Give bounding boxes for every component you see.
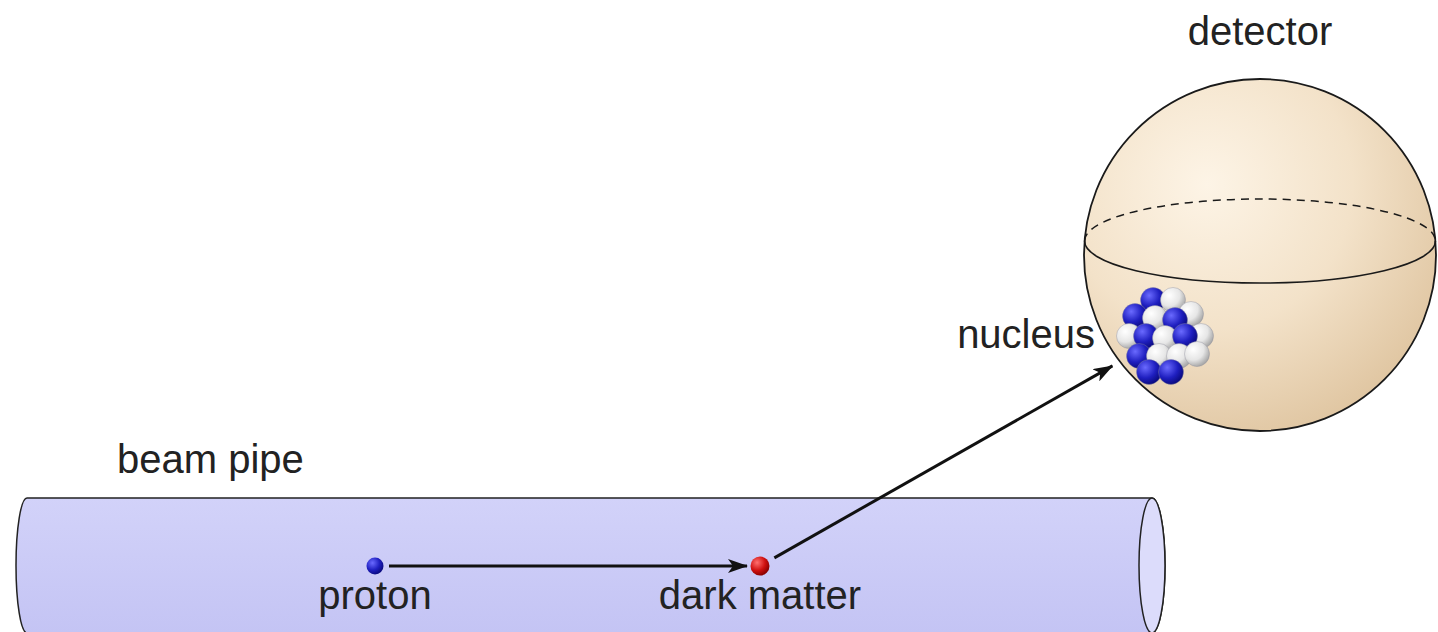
equator-front — [1085, 241, 1436, 283]
sphere-node: detectornucleus — [1083, 78, 1437, 432]
particle-ball — [367, 558, 384, 575]
node-label: nucleus — [957, 312, 1095, 356]
node-label: beam pipe — [117, 437, 304, 481]
particle-dot: proton — [366, 557, 384, 575]
nucleon-ball — [1159, 360, 1184, 385]
cluster-node: nucleus — [1115, 286, 1215, 386]
node-label: proton — [318, 573, 431, 617]
sphere-body — [1084, 79, 1436, 431]
particle-ball — [751, 557, 770, 576]
node-label: detector — [1188, 9, 1333, 53]
pipe-opening — [1139, 498, 1165, 632]
arrow-connector — [389, 565, 747, 568]
node-label: dark matter — [659, 573, 861, 617]
nucleon-ball — [1185, 342, 1210, 367]
pipe-body — [16, 498, 1165, 632]
sphere-outline — [1083, 78, 1437, 432]
particle-dot: dark matter — [750, 556, 770, 576]
equator-back — [1085, 199, 1436, 241]
nucleon-ball — [1137, 360, 1162, 385]
dot-outline — [366, 557, 384, 575]
cluster-outline — [1115, 286, 1215, 386]
